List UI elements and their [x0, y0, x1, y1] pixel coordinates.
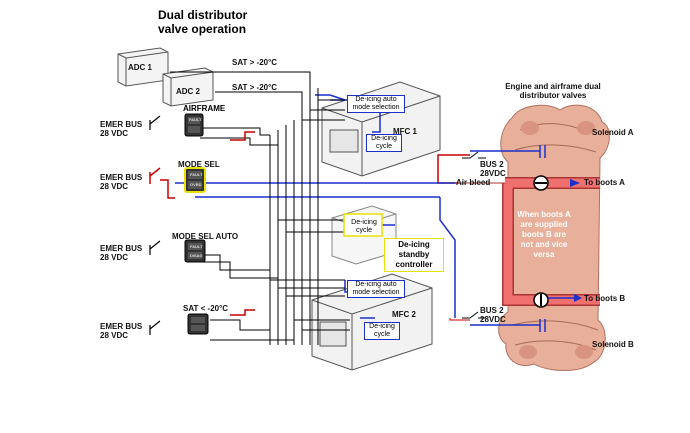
mode-sel-auto-disag-text: DISAG — [190, 253, 203, 258]
mode-sel-panel — [184, 167, 206, 193]
solenoid-a-label: Solenoid A — [592, 128, 634, 137]
solenoid-b-symbol — [470, 319, 546, 332]
emer-bus-switches — [149, 115, 161, 335]
bus2-switch-bottom — [449, 311, 486, 321]
mode-sel-auto-panel — [184, 239, 206, 263]
boots-b-arrow — [548, 294, 582, 302]
solenoid-b-label: Solenoid B — [592, 340, 634, 349]
sat-adc2-label: SAT > -20°C — [232, 83, 278, 92]
emer-bus-red-lines — [160, 131, 255, 316]
air-duct — [455, 177, 600, 306]
airframe-label: AIRFRAME — [183, 104, 226, 113]
to-boots-b-label: To boots B — [584, 294, 626, 303]
wire-bundle — [170, 71, 350, 345]
boots-a-arrow — [570, 179, 580, 187]
adc2-unit — [162, 67, 214, 107]
mode-sel-auto-fault-text: FAULT — [190, 244, 203, 249]
mode-sel-fault-text: FAULT — [190, 172, 203, 177]
air-bleed-label: Air bleed — [456, 178, 491, 187]
valve-b — [533, 292, 549, 308]
de-icing-cycle-standby-frame — [343, 213, 383, 237]
title-line-1: Dual distributor — [158, 8, 248, 22]
sat-adc1-label: SAT > -20°C — [232, 58, 278, 67]
adc2-label: ADC 2 — [176, 87, 201, 96]
adc1-label: ADC 1 — [128, 63, 153, 72]
emer-bus-switch-red — [149, 167, 161, 184]
mfc2-label: MFC 2 — [392, 310, 416, 319]
title-line-2: valve operation — [158, 22, 247, 36]
sat-low-panel — [187, 313, 209, 335]
mfc1-label: MFC 1 — [393, 127, 417, 136]
airframe-fault-text: FAULT — [189, 117, 202, 122]
page-title: Dual distributor valve operation — [158, 8, 247, 36]
mode-sel-label: MODE SEL — [178, 160, 220, 169]
to-boots-a-label: To boots A — [584, 178, 625, 187]
mode-sel-auto-label: MODE SEL AUTO — [172, 232, 239, 241]
valve-a — [533, 175, 549, 191]
sat-low-label: SAT < -20°C — [183, 304, 229, 313]
airframe-panel — [184, 113, 204, 137]
bus2-switch-top — [462, 151, 486, 159]
mode-sel-ovrd-text: OVRD — [190, 182, 202, 187]
solenoid-a-symbol — [470, 145, 546, 158]
